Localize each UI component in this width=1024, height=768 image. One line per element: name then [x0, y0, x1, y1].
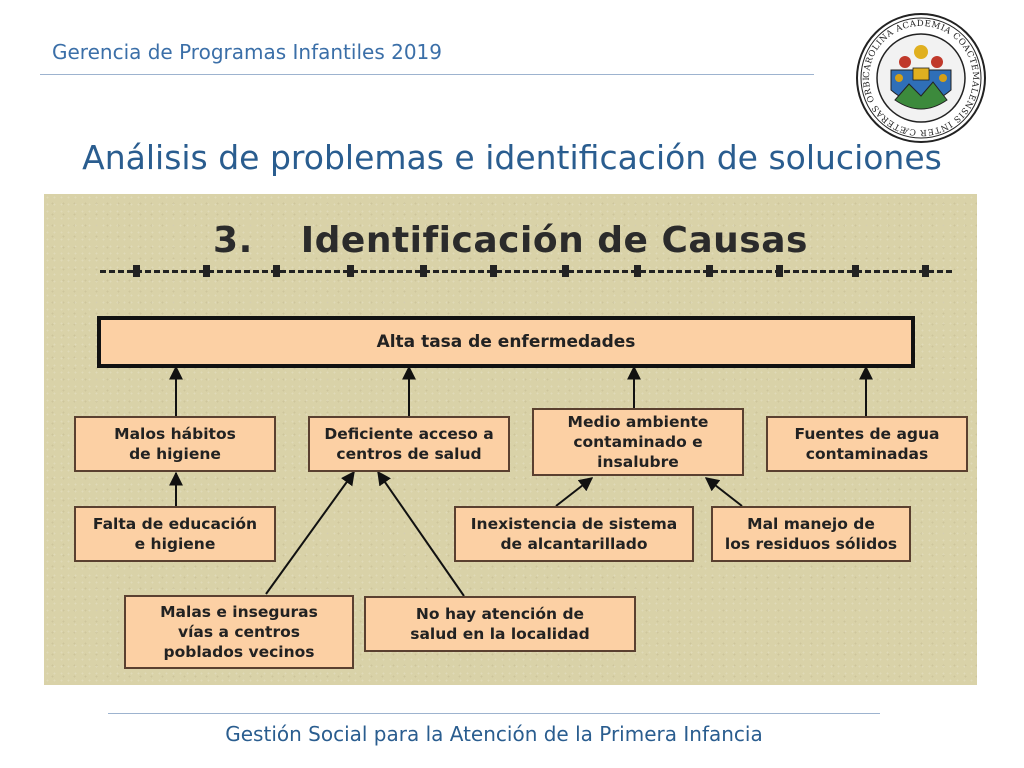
cause-box: Fuentes de agua contaminadas	[766, 416, 968, 472]
university-seal-logo: CAROLINA ACADEMIA COACTEMALENSIS INTER C…	[855, 12, 986, 143]
arrow-c6-to-c3	[555, 477, 594, 507]
cause-box: No hay atención de salud en la localidad	[364, 596, 636, 652]
header-divider	[40, 74, 814, 75]
divider-dot	[852, 265, 859, 277]
arrow-c7-to-c3	[704, 477, 743, 507]
divider-dot	[490, 265, 497, 277]
cause-box: Deficiente acceso a centros de salud	[308, 416, 510, 472]
diagram-heading-text: Identificación de Causas	[300, 220, 808, 261]
footer-divider	[108, 713, 880, 714]
footer-text: Gestión Social para la Atención de la Pr…	[225, 722, 763, 746]
divider-dot	[776, 265, 783, 277]
dashed-divider	[100, 270, 952, 273]
divider-dot	[273, 265, 280, 277]
cause-box: Falta de educación e higiene	[74, 506, 276, 562]
divider-dot	[922, 265, 929, 277]
cause-box: Inexistencia de sistema de alcantarillad…	[454, 506, 694, 562]
divider-dot	[347, 265, 354, 277]
divider-dot	[133, 265, 140, 277]
arrow-c8-to-c2	[265, 470, 355, 595]
problem-box: Alta tasa de enfermedades	[97, 316, 915, 368]
divider-dot	[420, 265, 427, 277]
cause-box: Malos hábitos de higiene	[74, 416, 276, 472]
header-title: Gerencia de Programas Infantiles 2019	[52, 40, 442, 64]
diagram-heading: 3. Identificación de Causas	[44, 220, 977, 261]
diagram-number: 3.	[213, 220, 253, 261]
cause-box: Malas e inseguras vías a centros poblado…	[124, 595, 354, 669]
divider-dot	[203, 265, 210, 277]
cause-arrows	[169, 365, 873, 597]
divider-dot	[634, 265, 641, 277]
slide-title: Análisis de problemas e identificación d…	[82, 138, 942, 177]
cause-box: Medio ambiente contaminado e insalubre	[532, 408, 744, 476]
cause-box: Mal manejo de los residuos sólidos	[711, 506, 911, 562]
arrow-c9-to-c2	[377, 470, 465, 597]
cause-tree-diagram: 3. Identificación de Causas Alta tasa de …	[44, 194, 977, 685]
divider-dot	[562, 265, 569, 277]
divider-dot	[706, 265, 713, 277]
